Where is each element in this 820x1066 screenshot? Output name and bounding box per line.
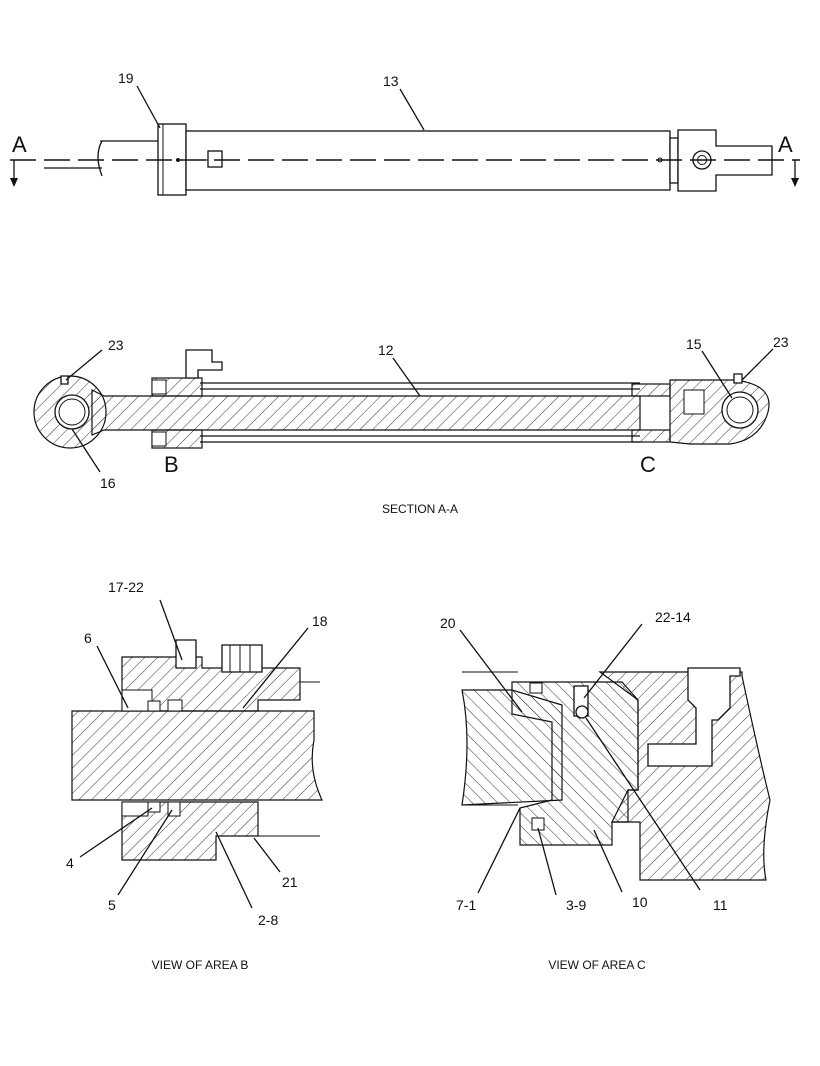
callout-2-8: 2-8 bbox=[258, 912, 278, 928]
callout-18: 18 bbox=[312, 613, 328, 629]
callout-12: 12 bbox=[378, 342, 394, 358]
area-c-view: 20 22-14 7-1 3-9 10 11 VIEW OF AREA C bbox=[440, 609, 771, 972]
head-detail-b-bottom bbox=[121, 801, 259, 861]
section-marker-right: A bbox=[778, 132, 793, 157]
area-b-view: 17-22 18 6 4 5 2-8 21 VIEW OF AREA B bbox=[66, 579, 328, 972]
port-fitting-b bbox=[221, 644, 263, 673]
callout-7-1: 7-1 bbox=[456, 897, 476, 913]
callout-15: 15 bbox=[686, 336, 702, 352]
callout-11: 11 bbox=[713, 897, 728, 913]
section-caption: SECTION A-A bbox=[382, 502, 458, 516]
pin-bore-left bbox=[54, 394, 90, 430]
rod-detail-b bbox=[71, 710, 323, 801]
callout-23-left: 23 bbox=[108, 337, 124, 353]
callout-10: 10 bbox=[632, 894, 648, 910]
area-marker-c: C bbox=[640, 452, 656, 477]
section-marker-left: A bbox=[12, 132, 27, 157]
piston-bottom bbox=[631, 429, 671, 443]
callout-20: 20 bbox=[440, 615, 456, 631]
rod-end-left bbox=[44, 140, 158, 177]
callout-5: 5 bbox=[108, 897, 116, 913]
piston-top bbox=[631, 383, 671, 397]
port-fitting bbox=[207, 150, 223, 168]
callout-13: 13 bbox=[383, 73, 399, 89]
callout-23-right: 23 bbox=[773, 334, 789, 350]
area-marker-b: B bbox=[164, 452, 179, 477]
elbow-fitting bbox=[185, 349, 223, 379]
callout-19: 19 bbox=[118, 70, 134, 86]
callout-4: 4 bbox=[66, 855, 74, 871]
callout-21: 21 bbox=[282, 874, 298, 890]
callout-6: 6 bbox=[84, 630, 92, 646]
callout-16: 16 bbox=[100, 475, 116, 491]
area-b-caption: VIEW OF AREA B bbox=[152, 958, 249, 972]
top-view: A A 19 13 bbox=[10, 70, 800, 196]
rear-head-detail-c bbox=[598, 671, 771, 881]
callout-17-22: 17-22 bbox=[108, 579, 144, 595]
callout-22-14: 22-14 bbox=[655, 609, 691, 625]
callout-3-9: 3-9 bbox=[566, 897, 586, 913]
section-view: B C 23 12 15 23 16 SECTION A-A bbox=[33, 334, 789, 516]
piston-rod bbox=[91, 389, 641, 436]
area-c-caption: VIEW OF AREA C bbox=[548, 958, 646, 972]
grease-passage bbox=[647, 667, 741, 767]
